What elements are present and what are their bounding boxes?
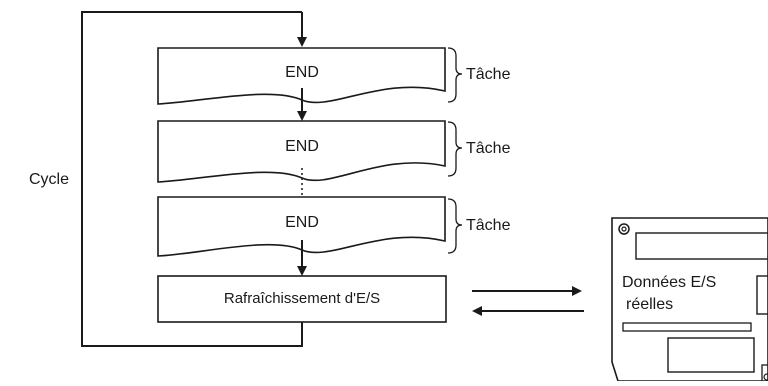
cycle-loop-line — [81, 11, 303, 347]
io-data-label-line2: réelles — [626, 296, 674, 313]
io-data-label-line1: Données E/S — [622, 274, 717, 291]
task-brace-2 — [447, 121, 463, 177]
task-brace-3 — [447, 198, 463, 254]
io-device-illustration — [611, 217, 768, 386]
io-refresh-label: Rafraîchissement d'E/S — [223, 290, 381, 307]
task-label-3: Tâche — [466, 217, 511, 234]
task-label-2: Tâche — [466, 140, 511, 157]
cycle-label: Cycle — [29, 171, 70, 188]
io-refresh-box — [157, 275, 447, 323]
end-label-1: END — [285, 64, 319, 81]
task-label-1: Tâche — [466, 66, 511, 83]
task-brace-1 — [447, 47, 463, 103]
end-label-2: END — [285, 138, 319, 155]
end-label-3: END — [285, 214, 319, 231]
